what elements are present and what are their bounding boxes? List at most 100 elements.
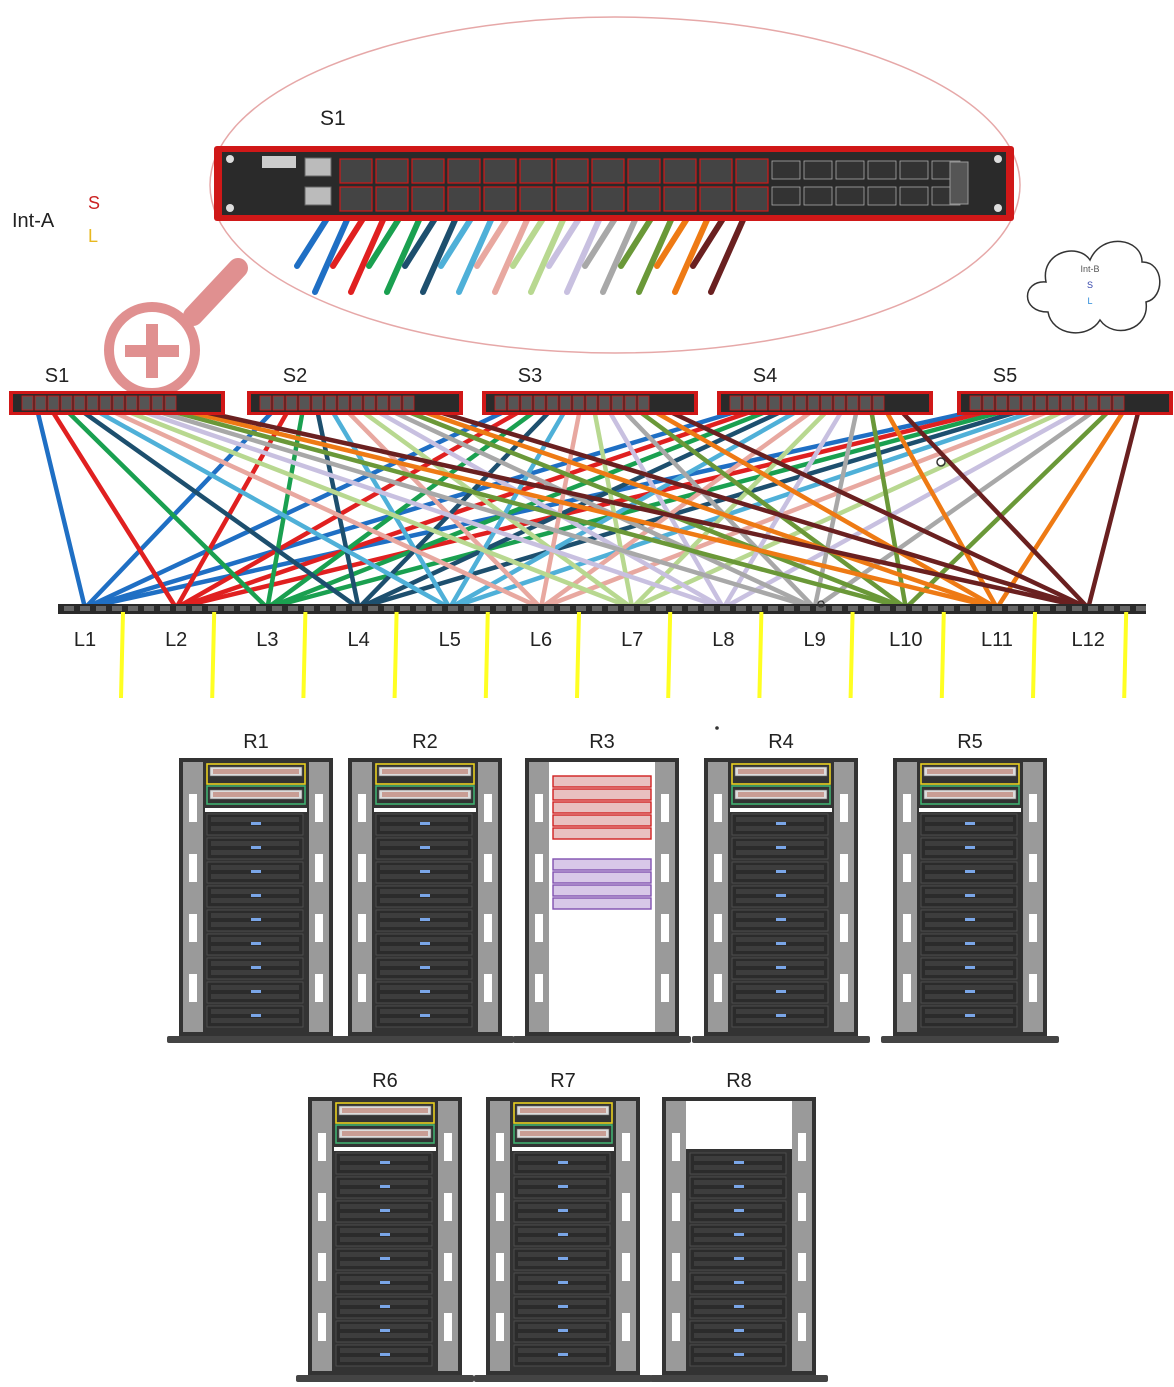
rack-slot [903,854,911,882]
server [335,1200,433,1223]
spine-port [533,395,546,411]
uplink-port [803,186,833,206]
uplink-cable [392,611,399,699]
server [513,1320,611,1343]
uplink-cable [939,611,946,699]
spine-switch: S4 [717,365,933,415]
server [206,981,304,1004]
rack-slot [672,1313,680,1341]
rack-shelf [374,808,476,812]
uplink-cable [848,611,855,699]
server [335,1152,433,1175]
switch-port [519,186,553,212]
rack-slot [622,1313,630,1341]
rack-base [692,1036,870,1043]
leaf-port [400,606,410,611]
rack-label: R2 [412,731,438,753]
fabric-cable [160,406,909,611]
rack-slot [903,974,911,1002]
patch-panel [734,766,828,777]
rack-slot [358,914,366,942]
leaf-port [320,606,330,611]
leaf-port [64,606,74,611]
rack-base [474,1375,652,1382]
leaf-port [752,606,762,611]
leaf-port [1008,606,1018,611]
server [206,1005,304,1028]
uplink-cable [757,611,764,699]
switch-port [555,158,589,184]
patch-panel [923,789,1017,800]
spine-port [1112,395,1125,411]
server [920,909,1018,932]
spine-port [99,395,112,411]
leaf-port [144,606,154,611]
switch-port [591,186,625,212]
switch-port [411,158,445,184]
server [920,861,1018,884]
rack-slot [1029,974,1037,1002]
server [206,909,304,932]
uplink-port [771,186,801,206]
leaf-port [928,606,938,611]
mgmt-switch [731,785,831,805]
server [689,1224,787,1247]
spine-port [546,395,559,411]
server [335,1176,433,1199]
mgmt-port [304,186,332,206]
server [375,981,473,1004]
rack-open-space [686,1101,792,1149]
patch-panel [338,1128,432,1139]
spine-port [1021,395,1034,411]
patch-panel [734,789,828,800]
rack-slot [1029,854,1037,882]
leaf-port [592,606,602,611]
spine-patch-panel [552,775,652,788]
spine-port [112,395,125,411]
patch-panel [338,1105,432,1116]
rack-slot [315,974,323,1002]
rack-slot [444,1133,452,1161]
server [731,957,829,980]
fabric-cable [173,406,292,611]
server [375,957,473,980]
legend-int-a: Int-A S L [12,193,100,246]
leaf-port [976,606,986,611]
server [689,1152,787,1175]
legend-int-b-leaf: L [1087,296,1092,306]
rack-label: R6 [372,1070,398,1092]
rack-post [666,1101,686,1371]
rack-slot [496,1133,504,1161]
rack-slot [1029,794,1037,822]
spine-port [376,395,389,411]
spine-port [507,395,520,411]
fabric-cable [426,406,1091,611]
spine-label: S2 [283,365,307,387]
rack-slot [484,914,492,942]
leaf-label: L5 [439,629,461,651]
leaf-port [224,606,234,611]
spine-port [1099,395,1112,411]
uplink-cable [119,611,125,699]
spine-patch-panel [552,801,652,814]
spine-port [86,395,99,411]
switch-port [663,186,697,212]
leaf-port [240,606,250,611]
cloud-icon [1026,240,1161,334]
rack-post [616,1101,636,1371]
rack-slot [714,974,722,1002]
spine-port [337,395,350,411]
switch-port [735,186,769,212]
server [335,1272,433,1295]
rack-slot [661,854,669,882]
fabric-cable [104,406,544,611]
leaf-port [1120,606,1130,611]
rack: R5 [881,731,1059,1043]
leaf-port [272,606,282,611]
server [335,1296,433,1319]
leaf-port [208,606,218,611]
fabric-cable [132,406,726,611]
rack-slot [444,1253,452,1281]
fabric-cable [118,406,635,611]
